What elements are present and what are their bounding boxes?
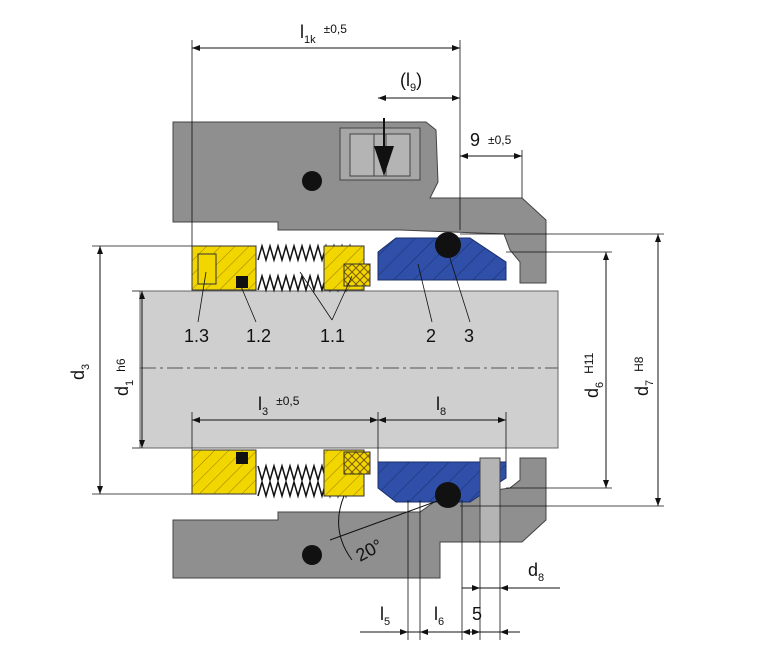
- label-d8: d8: [528, 560, 544, 584]
- label-l3: l3±0,5: [258, 394, 300, 418]
- part-label-1-1: 1.1: [320, 326, 345, 346]
- pin: [479, 457, 501, 543]
- housing-oring-top: [302, 171, 322, 191]
- part-label-3: 3: [464, 326, 474, 346]
- label-d3: d3: [68, 364, 92, 380]
- housing-oring-bottom: [302, 545, 322, 565]
- label-9: 9±0,5: [470, 130, 512, 150]
- part-3-bottom: [435, 482, 461, 508]
- label-l5: l5: [380, 604, 390, 628]
- label-5: 5: [472, 604, 482, 624]
- part-label-1-2: 1.2: [246, 326, 271, 346]
- housing-top: [172, 121, 547, 284]
- label-l9: (l9): [400, 70, 422, 94]
- label-l1k: l1k±0,5: [300, 22, 347, 46]
- shaft: [139, 290, 559, 449]
- label-l6: l6: [434, 604, 444, 628]
- label-d1: d1h6: [112, 358, 136, 396]
- label-l8: l8: [436, 394, 446, 418]
- part-2-top: [377, 237, 507, 281]
- label-d7: d7H8: [632, 356, 656, 396]
- label-d6: d6H11: [582, 352, 606, 398]
- part-3-top: [435, 232, 461, 258]
- part-label-1-3: 1.3: [184, 326, 209, 346]
- flow-arrow-icon: [374, 146, 394, 176]
- part-label-2: 2: [426, 326, 436, 346]
- housing-bottom: [172, 457, 547, 579]
